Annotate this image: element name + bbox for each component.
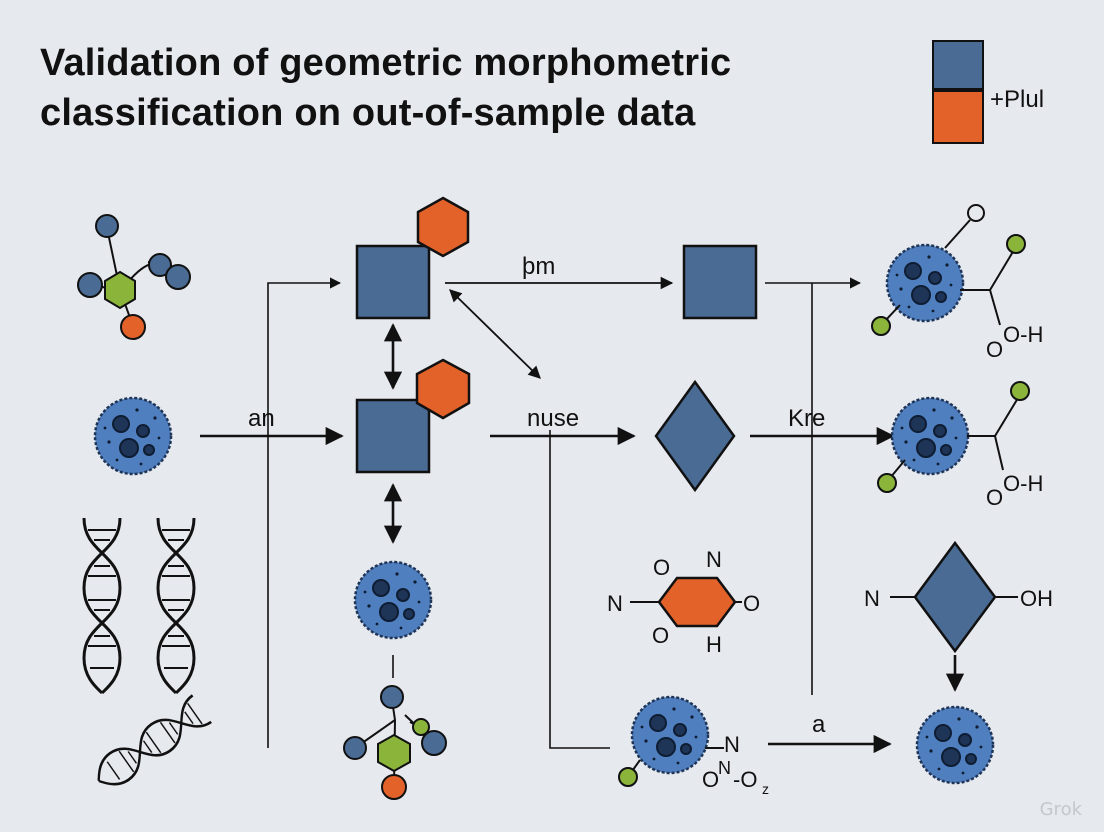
cell-oh-middle: O O-H: [877, 381, 1043, 510]
page-title: Validation of geometric morphometric cla…: [40, 38, 731, 138]
label-n-left: N: [864, 586, 880, 611]
title-line-1: Validation of geometric morphometric: [40, 42, 732, 84]
cell-bottom-right: [915, 705, 995, 785]
dna-helix-left: [82, 516, 122, 695]
nitro-o: O: [702, 767, 719, 792]
molecule-bottom-center: [343, 685, 447, 800]
legend-swatch-blue: [932, 40, 984, 90]
label-oh-mid: O-H: [1003, 471, 1043, 496]
legend-swatch-orange: [932, 90, 984, 144]
block-top-right: [682, 244, 758, 320]
nitro-sub-n: N: [718, 758, 731, 778]
nitro-n: N: [724, 732, 740, 757]
hex-o-bottom: O: [652, 623, 669, 648]
connector-lines: [267, 277, 862, 749]
cell-oh-top: O O-H: [871, 204, 1043, 362]
ring-o-top: [967, 204, 985, 222]
hex-h: H: [706, 632, 722, 657]
cell-center: [353, 560, 433, 640]
connector-left-vertical: [267, 277, 342, 748]
hexagon-molecule: N O N O O H: [607, 547, 760, 657]
diamond-middle: [654, 379, 736, 493]
label-nuse: nuse: [527, 405, 579, 432]
legend-label: +Plul: [990, 86, 1045, 113]
label-oh-top-o: O: [986, 337, 1003, 362]
block-middle: [355, 358, 471, 474]
hex-n-left: N: [607, 591, 623, 616]
watermark: Grok: [1039, 799, 1082, 820]
molecule-top-left: [77, 214, 191, 340]
label-oh-right: OH: [1020, 586, 1053, 611]
nitro-z: z: [762, 781, 769, 797]
label-oh-top: O-H: [1003, 322, 1043, 347]
hex-o-right: O: [743, 591, 760, 616]
cell-left: [93, 396, 173, 476]
dna-helix-diagonal: [88, 694, 213, 796]
label-kre: Kre: [788, 405, 825, 432]
connector-mid-vertical: [549, 430, 610, 749]
diamond-right-group: N OH: [864, 540, 1053, 654]
dna-helix-right: [156, 516, 196, 695]
label-oh-mid-o: O: [986, 485, 1003, 510]
label-an: an: [248, 405, 275, 432]
label-a: a: [812, 711, 826, 738]
hex-n-top: N: [706, 547, 722, 572]
cell-nitro-group: N O N -O z: [618, 695, 769, 797]
title-line-2: classification on out-of-sample data: [40, 92, 696, 134]
arrows: [200, 276, 965, 754]
label-pm: þm: [522, 253, 555, 280]
hex-o-top: O: [653, 555, 670, 580]
arrow-diagonal: [449, 289, 541, 379]
nitro-o2: -O: [733, 767, 757, 792]
block-top: [355, 196, 470, 320]
